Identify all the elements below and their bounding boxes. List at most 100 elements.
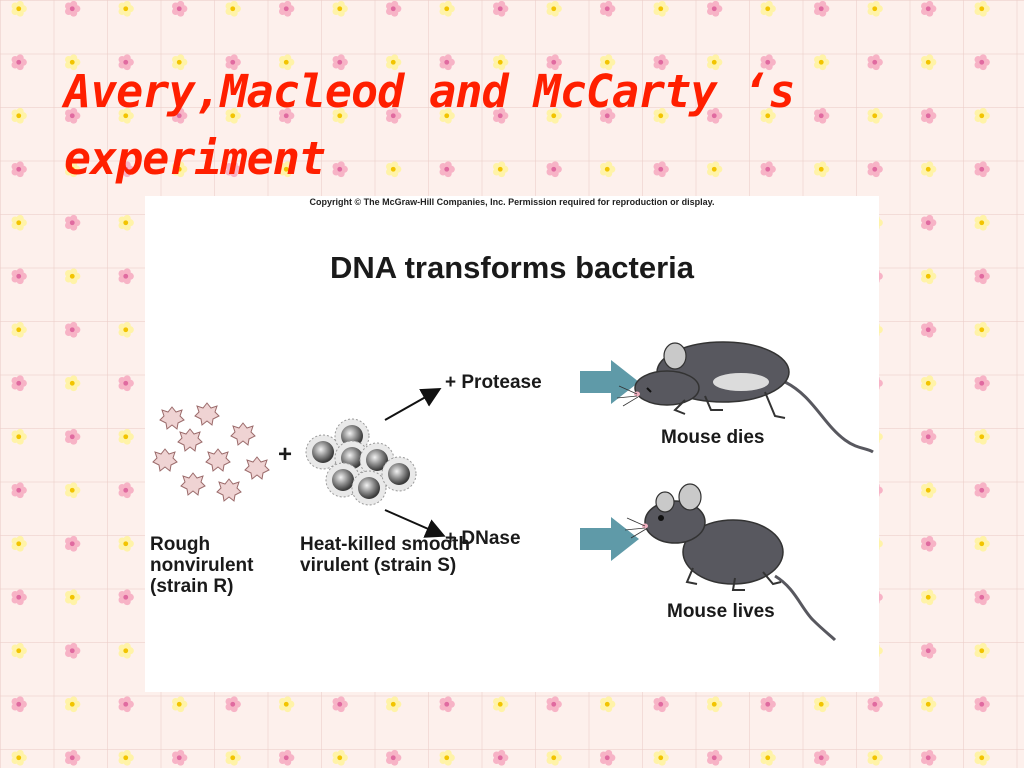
flower-icon bbox=[11, 161, 27, 178]
flower-icon bbox=[11, 589, 27, 606]
flower-icon bbox=[279, 161, 295, 178]
flower-icon bbox=[118, 642, 134, 659]
heat-killed-strain-label: Heat-killed smooth virulent (strain S) bbox=[300, 534, 470, 576]
flower-icon bbox=[332, 54, 348, 71]
dna-transformation-figure: Copyright © The McGraw-Hill Companies, I… bbox=[145, 196, 879, 692]
flower-icon bbox=[760, 0, 776, 17]
rough-cell bbox=[180, 472, 206, 496]
flower-icon bbox=[974, 214, 990, 231]
flower-icon bbox=[225, 0, 241, 17]
flower-icon bbox=[600, 749, 616, 766]
flower-icon bbox=[974, 589, 990, 606]
flower-icon bbox=[760, 54, 776, 71]
flower-icon bbox=[386, 107, 402, 124]
rough-cell bbox=[244, 456, 270, 480]
flower-icon bbox=[921, 54, 937, 71]
flower-icon bbox=[814, 749, 830, 766]
block-arrow-protease bbox=[580, 360, 639, 404]
rough-cell bbox=[177, 428, 203, 452]
rough-cell bbox=[216, 478, 242, 502]
flower-icon bbox=[974, 161, 990, 178]
protease-label: + Protease bbox=[445, 372, 542, 393]
flower-icon bbox=[118, 321, 134, 338]
flower-icon bbox=[439, 749, 455, 766]
rough-cell bbox=[152, 448, 178, 472]
flower-icon bbox=[921, 161, 937, 178]
flower-icon bbox=[921, 107, 937, 124]
flower-icon bbox=[974, 0, 990, 17]
flower-icon bbox=[921, 696, 937, 713]
rough-cell bbox=[230, 422, 256, 446]
flower-icon bbox=[653, 696, 669, 713]
flower-icon bbox=[439, 696, 455, 713]
flower-icon bbox=[65, 375, 81, 392]
flower-icon bbox=[65, 268, 81, 285]
flower-icon bbox=[386, 0, 402, 17]
flower-icon bbox=[867, 696, 883, 713]
mouse-lives-label: Mouse lives bbox=[667, 601, 775, 622]
flower-icon bbox=[65, 482, 81, 499]
flower-icon bbox=[600, 696, 616, 713]
flower-icon bbox=[921, 375, 937, 392]
flower-icon bbox=[546, 696, 562, 713]
flower-icon bbox=[707, 54, 723, 71]
flower-icon bbox=[11, 54, 27, 71]
arrow-to-protease bbox=[384, 388, 442, 421]
flower-icon bbox=[118, 428, 134, 445]
flower-icon bbox=[493, 749, 509, 766]
flower-icon bbox=[65, 696, 81, 713]
flower-icon bbox=[172, 107, 188, 124]
flower-icon bbox=[707, 0, 723, 17]
flower-icon bbox=[814, 0, 830, 17]
flower-icon bbox=[974, 321, 990, 338]
flower-icon bbox=[279, 107, 295, 124]
flower-icon bbox=[225, 161, 241, 178]
dead-mouse bbox=[616, 341, 874, 454]
flower-icon bbox=[332, 161, 348, 178]
flower-icon bbox=[386, 696, 402, 713]
flower-icon bbox=[439, 107, 455, 124]
flower-icon bbox=[921, 589, 937, 606]
flower-icon bbox=[439, 54, 455, 71]
flower-icon bbox=[974, 268, 990, 285]
flower-icon bbox=[118, 749, 134, 766]
flower-icon bbox=[814, 696, 830, 713]
flower-icon bbox=[760, 749, 776, 766]
flower-icon bbox=[493, 107, 509, 124]
flower-icon bbox=[867, 749, 883, 766]
flower-icon bbox=[225, 54, 241, 71]
smooth-cell bbox=[305, 434, 341, 470]
flower-icon bbox=[653, 0, 669, 17]
flower-icon bbox=[707, 749, 723, 766]
flower-icon bbox=[921, 0, 937, 17]
flower-icon bbox=[974, 428, 990, 445]
flower-icon bbox=[118, 375, 134, 392]
flower-icon bbox=[118, 535, 134, 552]
flower-icon bbox=[653, 749, 669, 766]
flower-icon bbox=[921, 535, 937, 552]
flower-icon bbox=[600, 161, 616, 178]
flower-icon bbox=[11, 642, 27, 659]
flower-icon bbox=[921, 321, 937, 338]
flower-icon bbox=[11, 428, 27, 445]
rough-cell bbox=[205, 448, 231, 472]
flower-icon bbox=[172, 54, 188, 71]
arrow-to-dnase bbox=[384, 509, 446, 538]
flower-icon bbox=[546, 107, 562, 124]
plus-sign: + bbox=[278, 441, 293, 468]
flower-icon bbox=[760, 107, 776, 124]
flower-icon bbox=[279, 749, 295, 766]
flower-icon bbox=[546, 0, 562, 17]
flower-icon bbox=[439, 0, 455, 17]
flower-icon bbox=[332, 696, 348, 713]
flower-icon bbox=[118, 0, 134, 17]
flower-icon bbox=[65, 589, 81, 606]
flower-icon bbox=[760, 161, 776, 178]
flower-icon bbox=[332, 749, 348, 766]
flower-icon bbox=[225, 107, 241, 124]
flower-icon bbox=[707, 107, 723, 124]
flower-icon bbox=[11, 321, 27, 338]
flower-icon bbox=[65, 749, 81, 766]
flower-icon bbox=[11, 535, 27, 552]
flower-icon bbox=[118, 107, 134, 124]
